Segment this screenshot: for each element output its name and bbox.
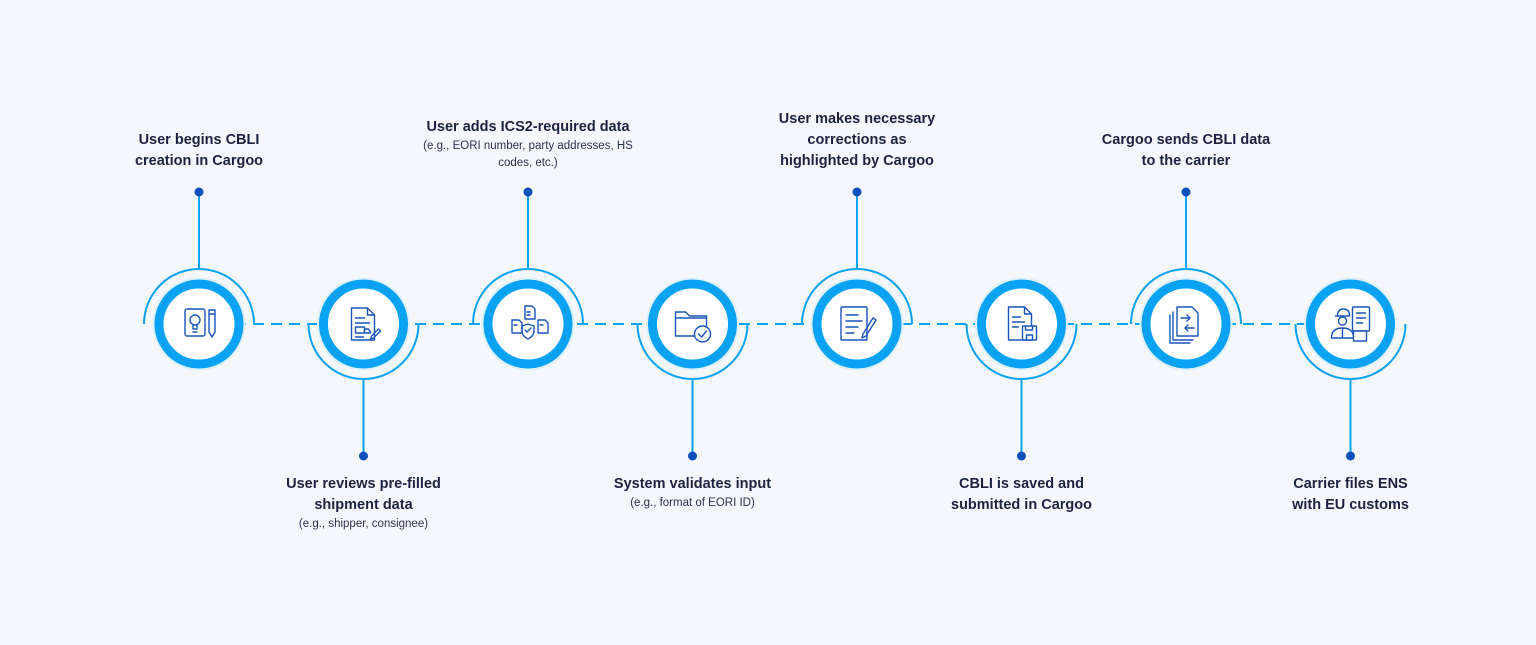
stem-dot	[359, 451, 368, 461]
ring-halo	[1139, 277, 1233, 371]
step-title: Carrier files ENS with EU customs	[1292, 476, 1409, 513]
folder-check-icon	[674, 311, 712, 343]
step-title: User adds ICS2-required data	[426, 119, 630, 135]
step-subtitle: (e.g., format of EORI ID)	[630, 497, 755, 509]
stem-dot	[194, 187, 204, 197]
step-7	[1130, 187, 1242, 371]
lightbulb-document-icon	[184, 308, 216, 338]
ring-halo	[317, 277, 410, 371]
step-title: System validates input	[613, 476, 772, 492]
step-label-8: Carrier files ENS with EU customs	[1221, 474, 1481, 516]
step-5	[801, 187, 913, 371]
step-ring	[319, 279, 408, 369]
step-title: User reviews pre-filled shipment data	[286, 476, 441, 513]
step-label-7: Cargoo sends CBLI data to the carrier	[1056, 130, 1316, 172]
step-ring	[1306, 279, 1395, 369]
ring-halo	[975, 277, 1068, 371]
edit-document-icon	[840, 306, 877, 341]
customs-officer-icon	[1330, 306, 1371, 342]
step-title: User begins CBLI creation in Cargoo	[134, 132, 264, 169]
step-title: Cargoo sends CBLI data to the carrier	[1101, 132, 1271, 169]
step-label-2: User reviews pre-filled shipment data (e.…	[234, 474, 494, 533]
step-label-4: System validates input (e.g., format of E…	[563, 474, 823, 512]
ring-halo	[481, 277, 575, 371]
step-ring	[648, 279, 737, 369]
step-label-3: User adds ICS2-required data (e.g., EORI …	[398, 117, 658, 172]
step-3	[472, 187, 584, 371]
secure-documents-icon	[511, 305, 549, 340]
truck-document-icon	[350, 307, 382, 341]
step-ring	[812, 279, 902, 369]
step-subtitle: (e.g., shipper, consignee)	[298, 518, 429, 530]
step-4	[636, 277, 749, 461]
step-label-6: CBLI is saved and submitted in Cargoo	[892, 474, 1152, 516]
step-title: User makes necessary corrections as high…	[778, 111, 936, 169]
stem-dot	[1346, 451, 1355, 461]
stem-dot	[523, 187, 533, 197]
ring-halo	[646, 277, 739, 371]
stem-dot	[1017, 451, 1026, 461]
step-8	[1294, 277, 1407, 461]
ring-halo	[152, 277, 246, 371]
step-label-5: User makes necessary corrections as high…	[727, 109, 987, 172]
step-ring	[977, 279, 1066, 369]
step-6	[965, 277, 1078, 461]
stem-dot	[852, 187, 862, 197]
step-2	[307, 277, 420, 461]
stem-dot	[1181, 187, 1191, 197]
step-ring	[1141, 279, 1231, 369]
save-document-icon	[1007, 306, 1038, 341]
stem-dot	[688, 451, 697, 461]
ring-halo	[1304, 277, 1397, 371]
step-title: CBLI is saved and submitted in Cargoo	[951, 476, 1092, 513]
step-subtitle: (e.g., EORI number, party addresses, HS …	[423, 140, 633, 169]
ring-halo	[810, 277, 904, 371]
transfer-documents-icon	[1169, 306, 1199, 344]
step-1	[143, 187, 255, 371]
step-label-1: User begins CBLI creation in Cargoo	[69, 130, 329, 172]
